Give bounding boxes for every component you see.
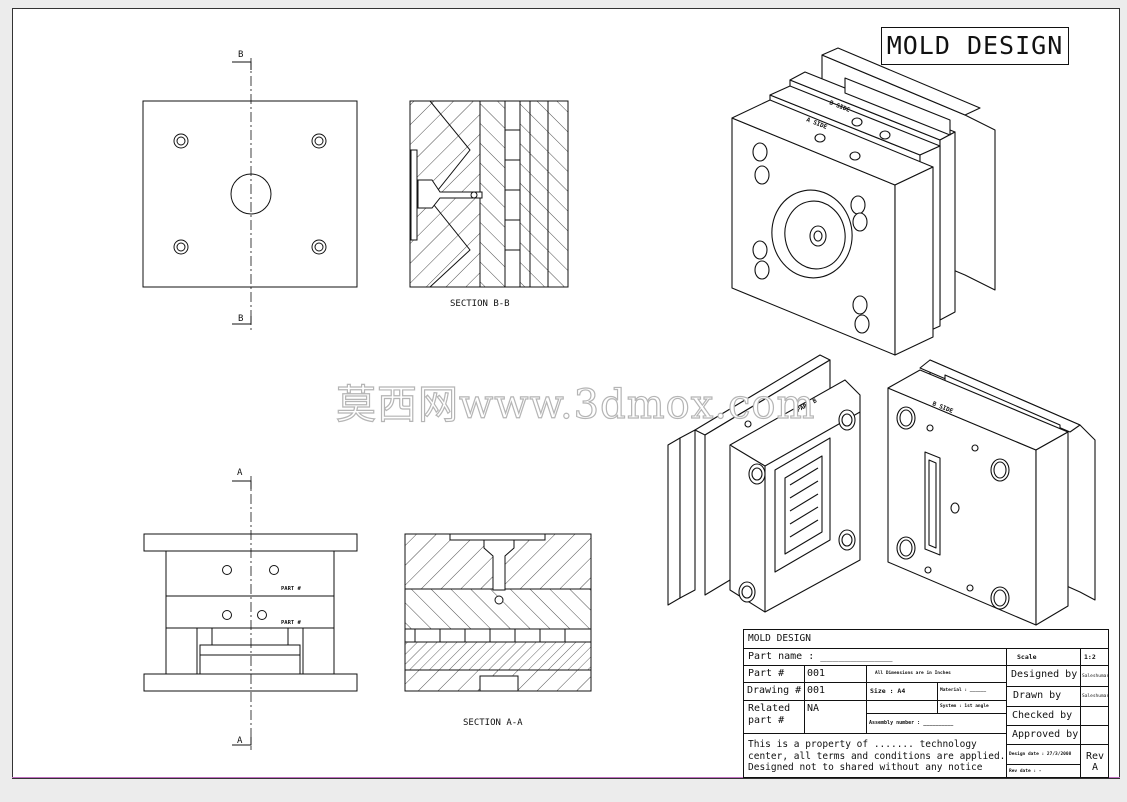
- tb-revision: Rev A: [1085, 751, 1105, 773]
- iso-view-ejector-side: [667, 354, 861, 613]
- tb-property-note: This is a property of ....... technology…: [744, 734, 1007, 778]
- cut-a-bottom-label: A: [237, 736, 243, 746]
- iso-view-main: [731, 47, 996, 356]
- part-label-2: PART #: [281, 620, 302, 626]
- tb-header: MOLD DESIGN: [744, 630, 1109, 649]
- tb-dimensions-note: All Dimensions are in Inches: [867, 666, 1007, 683]
- tb-part-name-label: Part name : ____________: [744, 649, 1007, 666]
- tb-scale-label: Scale: [1007, 649, 1081, 666]
- sheet-edge-line: [12, 777, 1120, 778]
- tb-approved-by-value: [1081, 726, 1109, 745]
- tb-assembly-label: Assembly number : __________: [867, 714, 1007, 734]
- cut-b-bottom-label: B: [238, 314, 243, 324]
- tb-related-value: NA: [805, 701, 867, 734]
- cut-a-top-label: A: [237, 468, 243, 478]
- tb-checked-by-value: [1081, 707, 1109, 726]
- tb-drawn-by-label: Drawn by: [1007, 687, 1081, 707]
- cut-b-top-label: B: [238, 50, 243, 60]
- tb-designed-by-label: Designed by: [1007, 666, 1081, 687]
- tb-material-label: Material : ______: [938, 683, 1007, 701]
- tb-empty-cell: [867, 701, 938, 714]
- tb-part-no-value: 001: [805, 666, 867, 683]
- tb-checked-by-label: Checked by: [1007, 707, 1081, 726]
- tb-scale-value: 1:2: [1081, 649, 1109, 666]
- front-view: [143, 476, 358, 750]
- tb-rev-date: Rev date : -: [1007, 765, 1081, 778]
- tb-drawing-no-value: 001: [805, 683, 867, 701]
- tb-part-no-label: Part #: [744, 666, 805, 683]
- iso-view-cavity-side: [887, 359, 1096, 626]
- watermark: 莫西网www.3dmox.com: [335, 381, 816, 428]
- section-aa-label: SECTION A-A: [463, 718, 523, 728]
- part-label-1: PART #: [281, 586, 302, 592]
- section-bb-view: [409, 100, 569, 288]
- drawing-title: MOLD DESIGN: [881, 27, 1069, 65]
- title-block: MOLD DESIGN Part name : ____________ Sca…: [743, 629, 1109, 778]
- tb-size: Size : A4: [867, 683, 938, 701]
- section-aa-view: [404, 533, 592, 692]
- tb-drawing-no-label: Drawing #: [744, 683, 805, 701]
- tb-related-label: Related part #: [744, 701, 805, 734]
- top-view: [142, 58, 358, 330]
- section-bb-label: SECTION B-B: [450, 299, 510, 309]
- tb-designed-by-value: Saleshumar: [1081, 666, 1109, 687]
- tb-system-label: System : 1st angle: [938, 701, 1007, 714]
- tb-design-date: Design date : 27/3/2008: [1007, 745, 1081, 765]
- tb-approved-by-label: Approved by: [1007, 726, 1081, 745]
- tb-drawn-by-value: Saleshumar: [1081, 687, 1109, 707]
